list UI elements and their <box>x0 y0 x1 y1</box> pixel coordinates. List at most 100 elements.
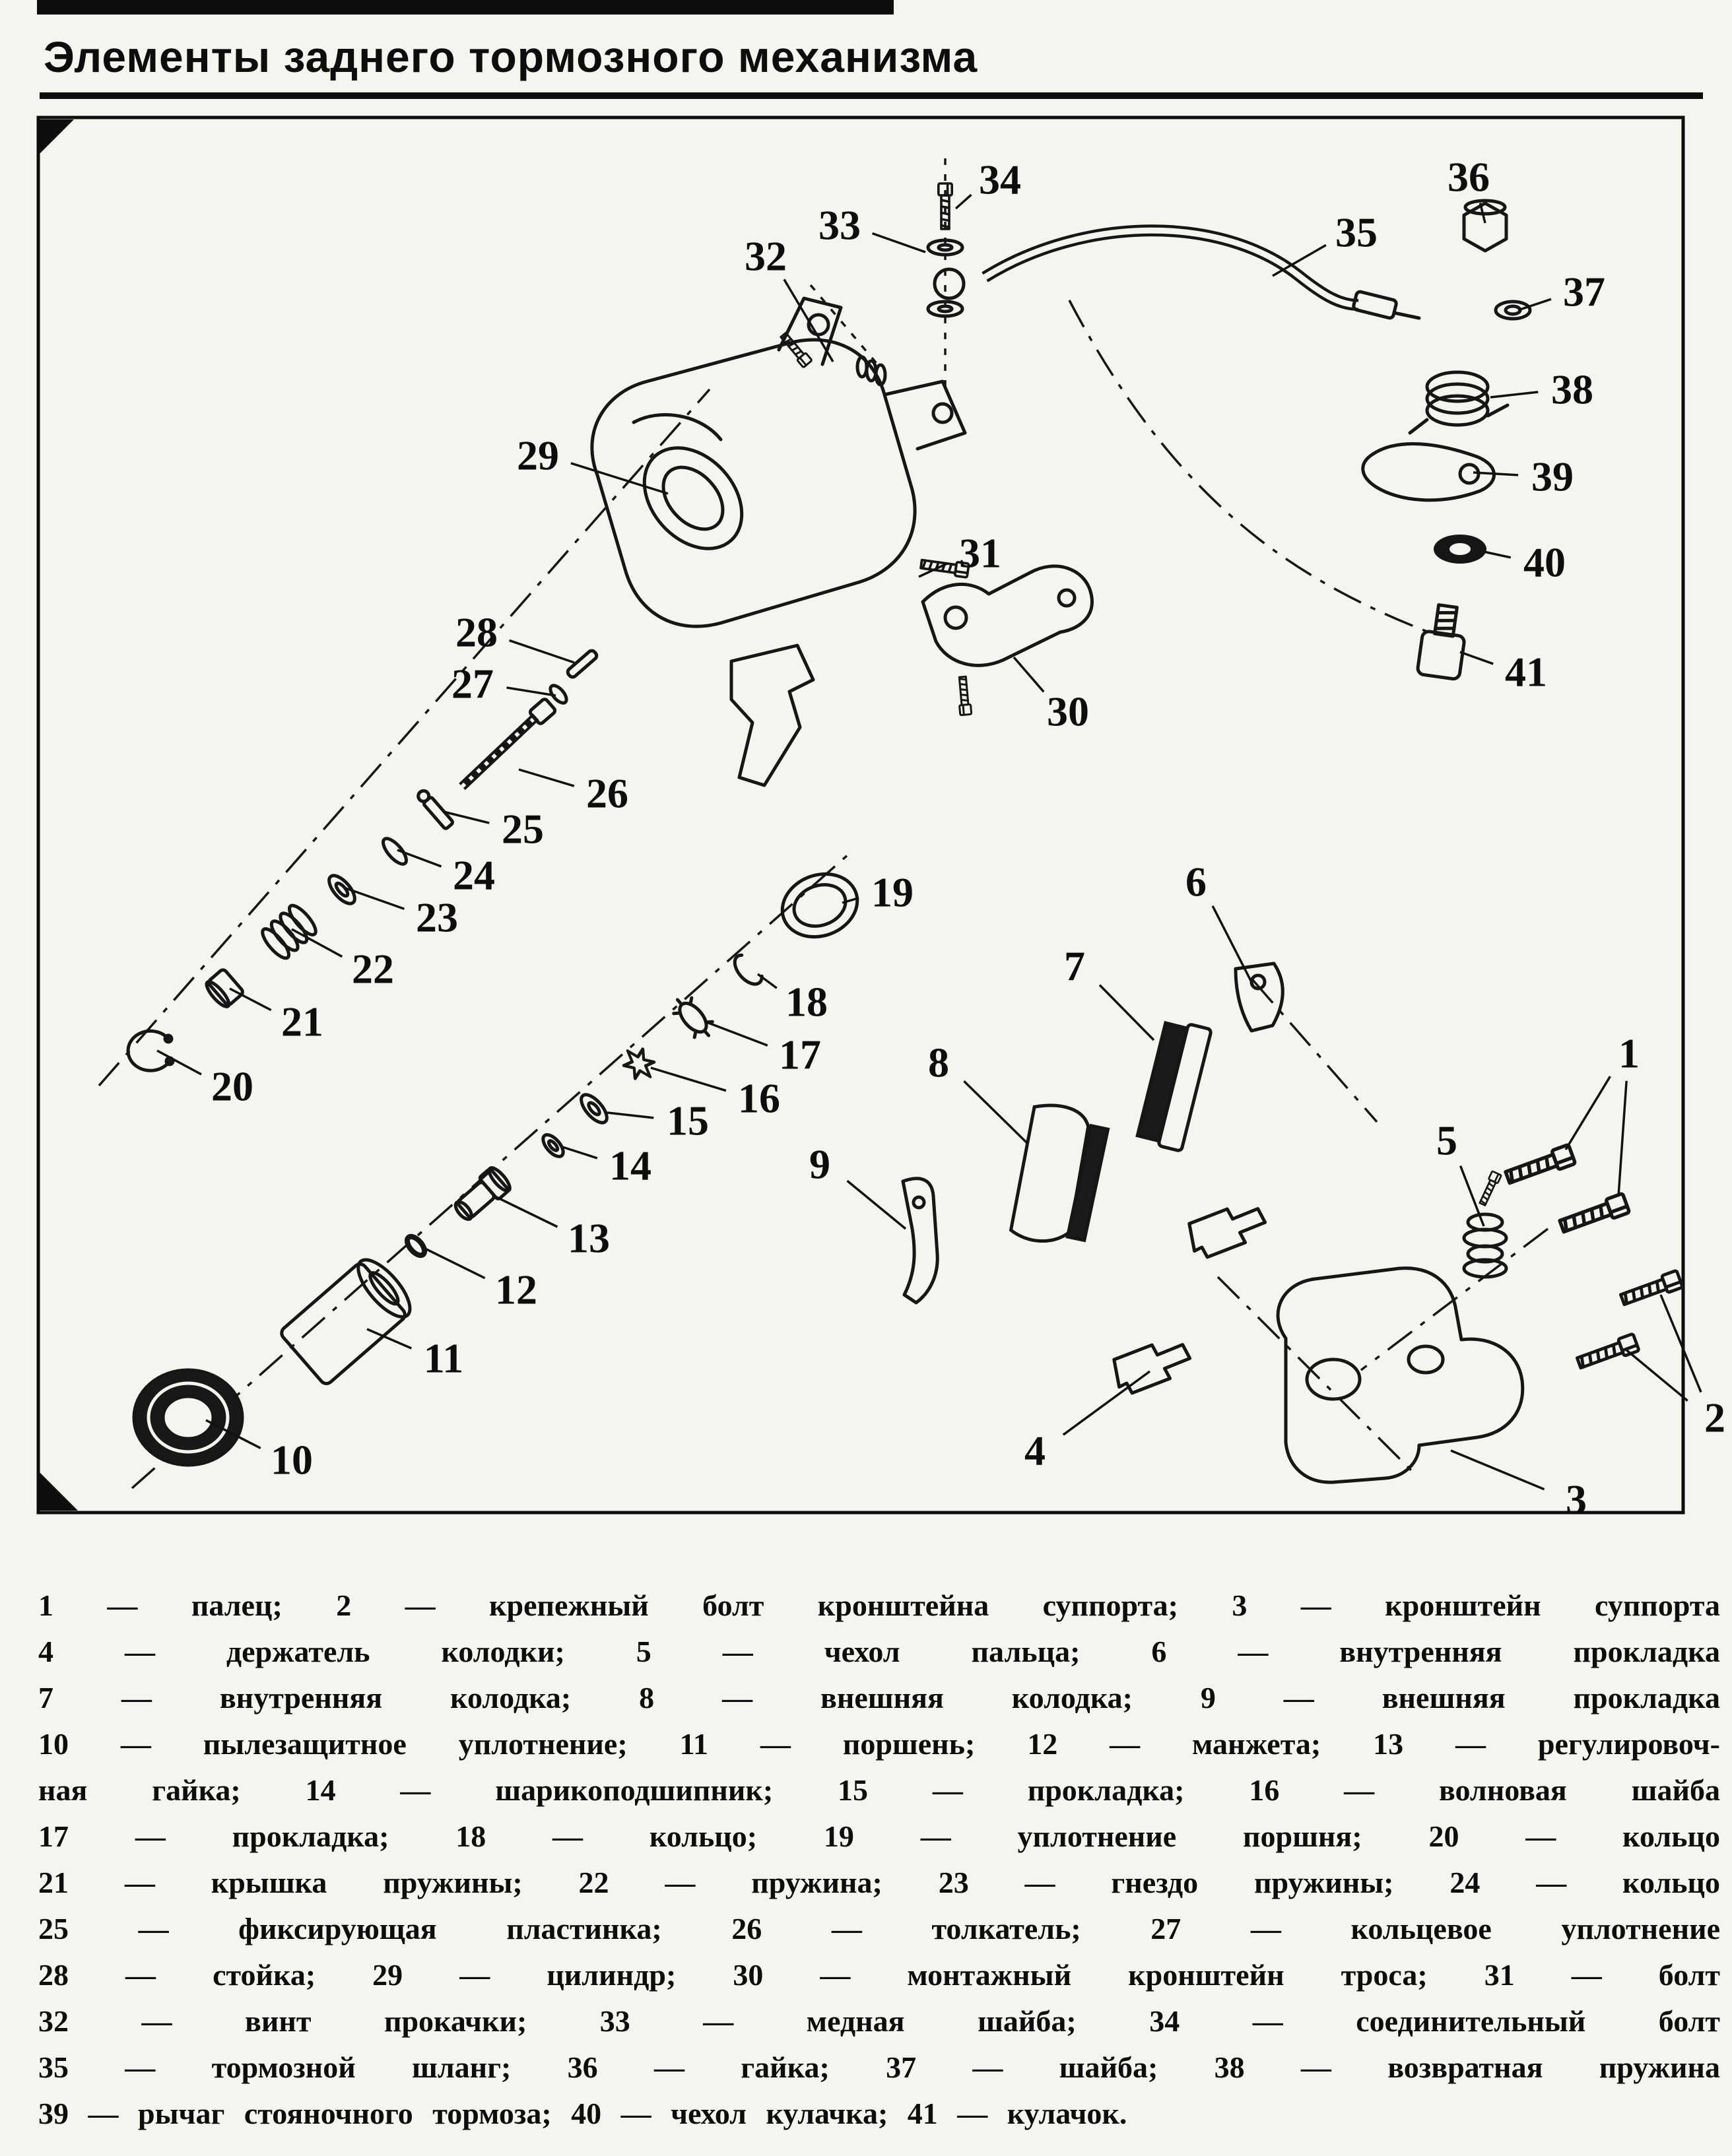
part-29-cylinder-drawing <box>590 296 967 628</box>
callout-41: 41 <box>1505 649 1547 696</box>
callout-22: 22 <box>352 946 394 993</box>
callout-9: 9 <box>809 1141 830 1188</box>
callout-40: 40 <box>1523 539 1566 586</box>
part-24-ring-drawing <box>382 837 408 866</box>
callout-37: 37 <box>1563 269 1605 315</box>
part-5-pin-boot-drawing <box>1462 1170 1508 1279</box>
callout-leader-16 <box>650 1066 727 1092</box>
callout-leader-33 <box>872 232 926 253</box>
part-20-circlip-drawing <box>126 1029 175 1072</box>
callout-3: 3 <box>1566 1476 1587 1523</box>
callout-leader-18 <box>756 973 778 989</box>
callout-25: 25 <box>502 806 544 853</box>
callout-24: 24 <box>453 852 495 899</box>
callout-leader-35 <box>1272 244 1327 277</box>
callout-26: 26 <box>586 770 628 817</box>
callout-leader-10 <box>205 1419 261 1449</box>
callout-1: 1 <box>1618 1030 1640 1077</box>
callout-leader-21 <box>229 987 272 1012</box>
callout-35: 35 <box>1335 209 1378 256</box>
callout-leader-28 <box>509 639 575 664</box>
callout-16: 16 <box>738 1075 780 1122</box>
part-11-piston-drawing <box>280 1258 412 1385</box>
callout-29: 29 <box>517 432 559 479</box>
part-25-lock-plate-drawing <box>416 789 454 830</box>
part-4-pad-holders-drawing <box>1113 1204 1269 1395</box>
callout-15: 15 <box>667 1097 709 1144</box>
part-33-copper-washers-drawing <box>926 238 964 318</box>
callout-12: 12 <box>495 1266 537 1313</box>
callout-13: 13 <box>568 1215 610 1262</box>
callout-leader-19 <box>842 896 859 904</box>
callout-leader-41 <box>1459 651 1494 665</box>
part-28-stand-drawing <box>566 649 599 679</box>
part-32-bleed-screw-drawing <box>778 330 813 369</box>
part-2-mount-bolts-drawing <box>1576 1270 1682 1371</box>
callout-leader-6 <box>1211 905 1254 985</box>
callout-leader-36 <box>1479 203 1486 224</box>
loose-plate-drawing <box>729 643 815 787</box>
part-23-spring-seat-drawing <box>327 874 356 905</box>
part-26-pushrod-drawing <box>459 698 557 791</box>
part-30-cable-bracket-drawing <box>921 564 1094 717</box>
legend-line: 35 — тормозной шланг; 36 — гайка; 37 — ш… <box>38 2050 1720 2084</box>
legend-line: ная гайка; 14 — шарикоподшипник; 15 — пр… <box>38 1773 1720 1807</box>
callout-leader-30 <box>1013 656 1045 693</box>
callout-28: 28 <box>455 609 498 656</box>
legend-line: 25 — фиксирующая пластинка; 26 — толкате… <box>38 1912 1720 1945</box>
part-12-cup-seal-drawing <box>404 1233 428 1258</box>
callout-38: 38 <box>1551 366 1593 413</box>
part-41-cam-drawing <box>1416 603 1466 681</box>
callout-leader-39 <box>1473 471 1519 476</box>
callout-21: 21 <box>281 998 323 1045</box>
legend-line: 7 — внутренняя колодка; 8 — внешняя коло… <box>38 1681 1720 1715</box>
legend: 1 — палец; 2 — крепежный болт кронштейна… <box>38 1583 1720 2137</box>
callout-leader-27 <box>506 686 556 697</box>
callout-leader-25 <box>443 810 490 824</box>
callout-20: 20 <box>211 1063 253 1110</box>
callout-leader-14 <box>562 1146 598 1160</box>
page-title: Элементы заднего тормозного механизма <box>44 32 978 81</box>
callout-8: 8 <box>928 1039 949 1086</box>
callout-leader-12 <box>422 1246 486 1280</box>
callout-6: 6 <box>1185 859 1207 905</box>
callout-leader-17 <box>704 1020 768 1047</box>
part-14-ball-bearing-drawing <box>541 1133 565 1158</box>
callout-5: 5 <box>1436 1117 1457 1164</box>
callout-39: 39 <box>1531 453 1574 500</box>
part-13-adjusting-nut-drawing <box>453 1166 512 1221</box>
callout-leader-34 <box>954 193 972 210</box>
callout-leader-11 <box>366 1328 413 1350</box>
callout-leader-1 <box>1564 1076 1611 1150</box>
part-3-caliper-bracket-drawing <box>1276 1266 1525 1484</box>
part-16-wave-washer-drawing <box>622 1047 656 1080</box>
callout-leader-32 <box>783 278 834 362</box>
callout-leader-13 <box>496 1196 558 1228</box>
legend-line: 10 — пылезащитное уплотнение; 11 — порше… <box>38 1727 1720 1761</box>
callout-14: 14 <box>609 1142 651 1189</box>
small-spring-drawing <box>855 355 887 387</box>
callout-30: 30 <box>1047 688 1089 735</box>
callout-leader-37 <box>1517 298 1552 311</box>
callout-2: 2 <box>1704 1394 1725 1441</box>
callout-18: 18 <box>785 979 828 1026</box>
callout-leader-2 <box>1659 1294 1702 1393</box>
callout-27: 27 <box>451 661 494 707</box>
callout-leader-8 <box>963 1080 1028 1144</box>
callout-leader-40 <box>1483 550 1512 559</box>
part-35-brake-hose-drawing <box>933 224 1421 320</box>
legend-line: 4 — держатель колодки; 5 — чехол пальца;… <box>38 1635 1720 1668</box>
callout-leader-20 <box>156 1049 202 1076</box>
part-19-piston-seal-drawing <box>780 872 859 939</box>
callout-leader-4 <box>1062 1370 1151 1436</box>
callout-11: 11 <box>424 1335 463 1382</box>
legend-line: 1 — палец; 2 — крепежный болт кронштейна… <box>38 1588 1720 1622</box>
part-9-outer-shim-drawing <box>901 1177 939 1305</box>
callout-leader-3 <box>1450 1449 1545 1491</box>
part-15-gasket-drawing <box>580 1093 609 1125</box>
callout-leader-22 <box>291 928 343 958</box>
callout-leader-9 <box>846 1179 907 1230</box>
part-38-return-spring-drawing <box>1408 370 1510 435</box>
callout-10: 10 <box>271 1437 313 1484</box>
